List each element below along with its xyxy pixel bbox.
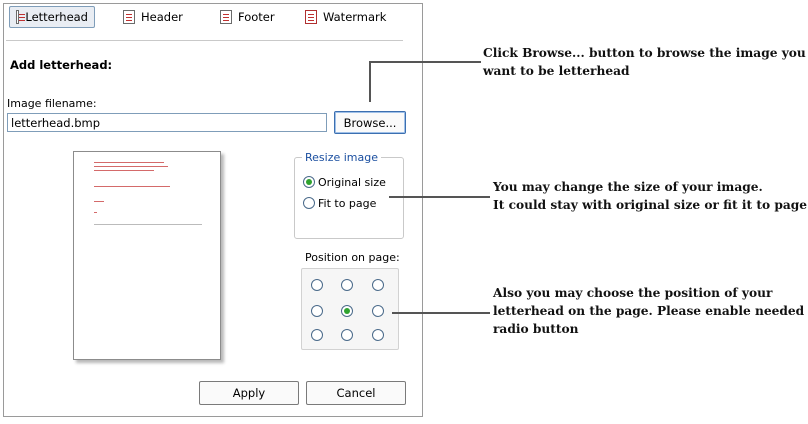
position-radio-bottom-left[interactable]: [311, 329, 323, 341]
radio-fit-to-page-label: Fit to page: [318, 197, 377, 210]
position-radio-top-center[interactable]: [341, 279, 353, 291]
position-radio-middle-right[interactable]: [372, 305, 384, 317]
annotation-browse-line1: Click Browse... button to browse the ima…: [483, 46, 806, 60]
radio-fit-to-page[interactable]: [303, 197, 315, 209]
cancel-button[interactable]: Cancel: [306, 381, 406, 405]
resize-group-title: Resize image: [302, 151, 382, 164]
position-radio-top-right[interactable]: [372, 279, 384, 291]
tab-letterhead[interactable]: Letterhead: [9, 6, 95, 28]
annotation-resize-line2: It could stay with original size or fit …: [493, 198, 808, 212]
callout-line-browse: [369, 62, 371, 102]
preview-text-line: [94, 212, 97, 213]
tab-letterhead-label: Letterhead: [25, 10, 88, 24]
radio-original-size[interactable]: [303, 176, 315, 188]
callout-line-resize: [389, 196, 490, 198]
annotation-resize-line1: You may change the size of your image.: [493, 180, 763, 194]
position-radio-middle-center[interactable]: [341, 305, 353, 317]
tab-watermark-label: Watermark: [323, 10, 387, 24]
header-icon: [123, 10, 135, 24]
annotation-browse-line2: want to be letterhead: [483, 64, 630, 78]
radio-original-size-label: Original size: [318, 176, 386, 189]
footer-icon: [220, 10, 232, 24]
annotation-resize: You may change the size of your image. I…: [493, 178, 807, 214]
preview-rule: [94, 224, 202, 225]
tab-header-label: Header: [141, 10, 183, 24]
filename-input[interactable]: [7, 113, 327, 132]
annotation-position-line2: letterhead on the page. Please enable ne…: [493, 304, 805, 318]
preview-text-line: [94, 166, 168, 167]
tab-watermark[interactable]: Watermark: [299, 6, 393, 28]
position-radio-top-left[interactable]: [311, 279, 323, 291]
page-preview: [73, 151, 221, 360]
annotation-browse: Click Browse... button to browse the ima…: [483, 44, 806, 80]
preview-text-line: [94, 170, 154, 171]
callout-line-position: [392, 312, 490, 314]
letterhead-icon: [16, 10, 27, 24]
position-radio-bottom-right[interactable]: [372, 329, 384, 341]
preview-text-line: [94, 162, 164, 163]
position-label: Position on page:: [305, 251, 400, 264]
browse-button[interactable]: Browse...: [334, 111, 406, 134]
callout-line-browse: [369, 61, 481, 63]
tab-header[interactable]: Header: [117, 6, 191, 28]
filename-label: Image filename:: [7, 97, 97, 110]
apply-button[interactable]: Apply: [199, 381, 299, 405]
section-title: Add letterhead:: [10, 58, 113, 72]
preview-text-line: [94, 186, 170, 187]
tab-separator: [6, 40, 403, 41]
annotation-position: Also you may choose the position of your…: [493, 284, 804, 338]
watermark-icon: [305, 10, 317, 24]
annotation-position-line3: radio button: [493, 322, 579, 336]
preview-text-line: [94, 201, 104, 202]
position-radio-bottom-center[interactable]: [341, 329, 353, 341]
annotation-position-line1: Also you may choose the position of your: [493, 286, 773, 300]
position-radio-middle-left[interactable]: [311, 305, 323, 317]
tab-footer-label: Footer: [238, 10, 275, 24]
tab-footer[interactable]: Footer: [214, 6, 284, 28]
